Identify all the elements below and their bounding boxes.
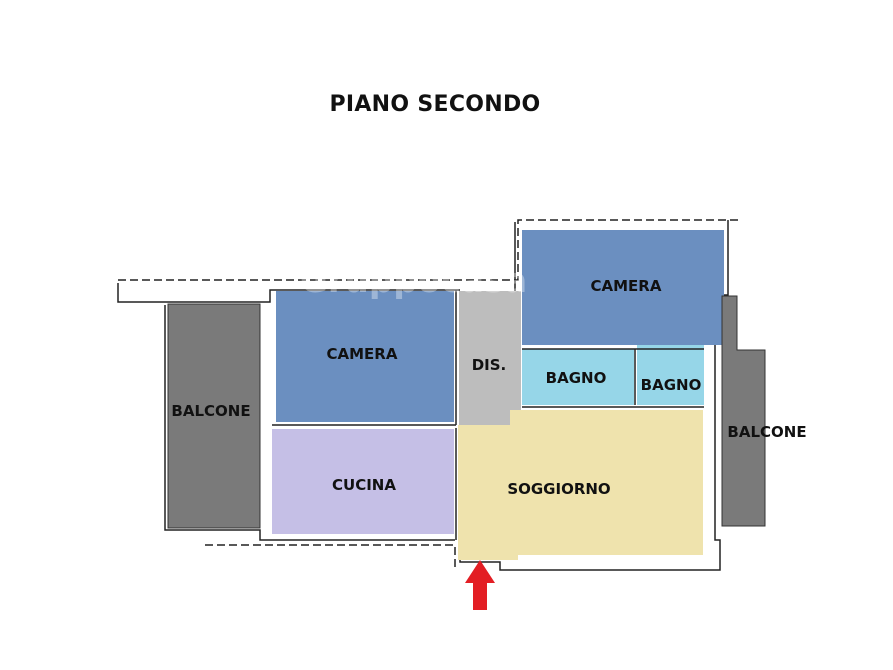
label-camera-left: CAMERA: [327, 345, 398, 363]
room-balcone-right: [721, 295, 766, 527]
label-bagno-2: BAGNO: [641, 376, 702, 394]
label-cucina: CUCINA: [332, 476, 396, 494]
watermark: Gruppocasa: [300, 261, 527, 301]
label-camera-right: CAMERA: [591, 277, 662, 295]
room-camera-left: [276, 291, 454, 422]
label-dis: DIS.: [472, 356, 507, 374]
label-balcone-left: BALCONE: [171, 402, 250, 420]
entrance-arrow-icon: [465, 560, 495, 610]
room-cucina: [272, 429, 454, 534]
room-soggiorno: [458, 410, 703, 560]
room-dis: [459, 291, 521, 425]
room-balcone-left: [167, 303, 261, 529]
dashed-outline: [118, 219, 740, 570]
room-bagno-1: [522, 349, 634, 405]
label-balcone-right: BALCONE: [727, 423, 806, 441]
label-soggiorno: SOGGIORNO: [507, 480, 610, 498]
interior-walls: [272, 290, 704, 540]
room-bagno-2: [637, 345, 704, 405]
label-bagno-1: BAGNO: [546, 369, 607, 387]
floor-title: PIANO SECONDO: [329, 92, 541, 117]
room-camera-right: [522, 230, 724, 345]
